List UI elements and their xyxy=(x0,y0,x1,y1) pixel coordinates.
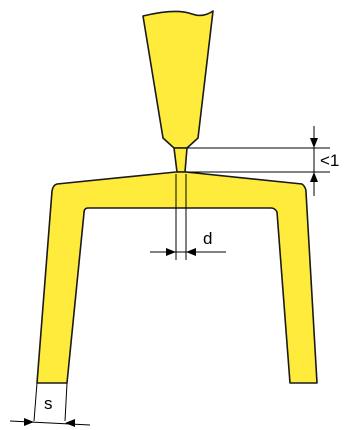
u-shaped-part xyxy=(36,171,318,384)
d-arrow-right xyxy=(166,248,176,256)
gate xyxy=(173,147,188,173)
d-arrow-left xyxy=(186,248,196,256)
s-label: s xyxy=(44,394,53,413)
gap-arrow-down xyxy=(310,138,318,148)
gap-label: <1 xyxy=(320,151,339,170)
s-extension-right xyxy=(64,382,68,422)
d-label: d xyxy=(203,229,212,248)
sprue xyxy=(142,10,214,149)
s-extension-left xyxy=(33,382,38,422)
s-dimension-line xyxy=(9,420,91,426)
s-arrow-right xyxy=(24,418,34,426)
gap-arrow-up xyxy=(310,172,318,182)
s-arrow-left xyxy=(65,419,75,427)
